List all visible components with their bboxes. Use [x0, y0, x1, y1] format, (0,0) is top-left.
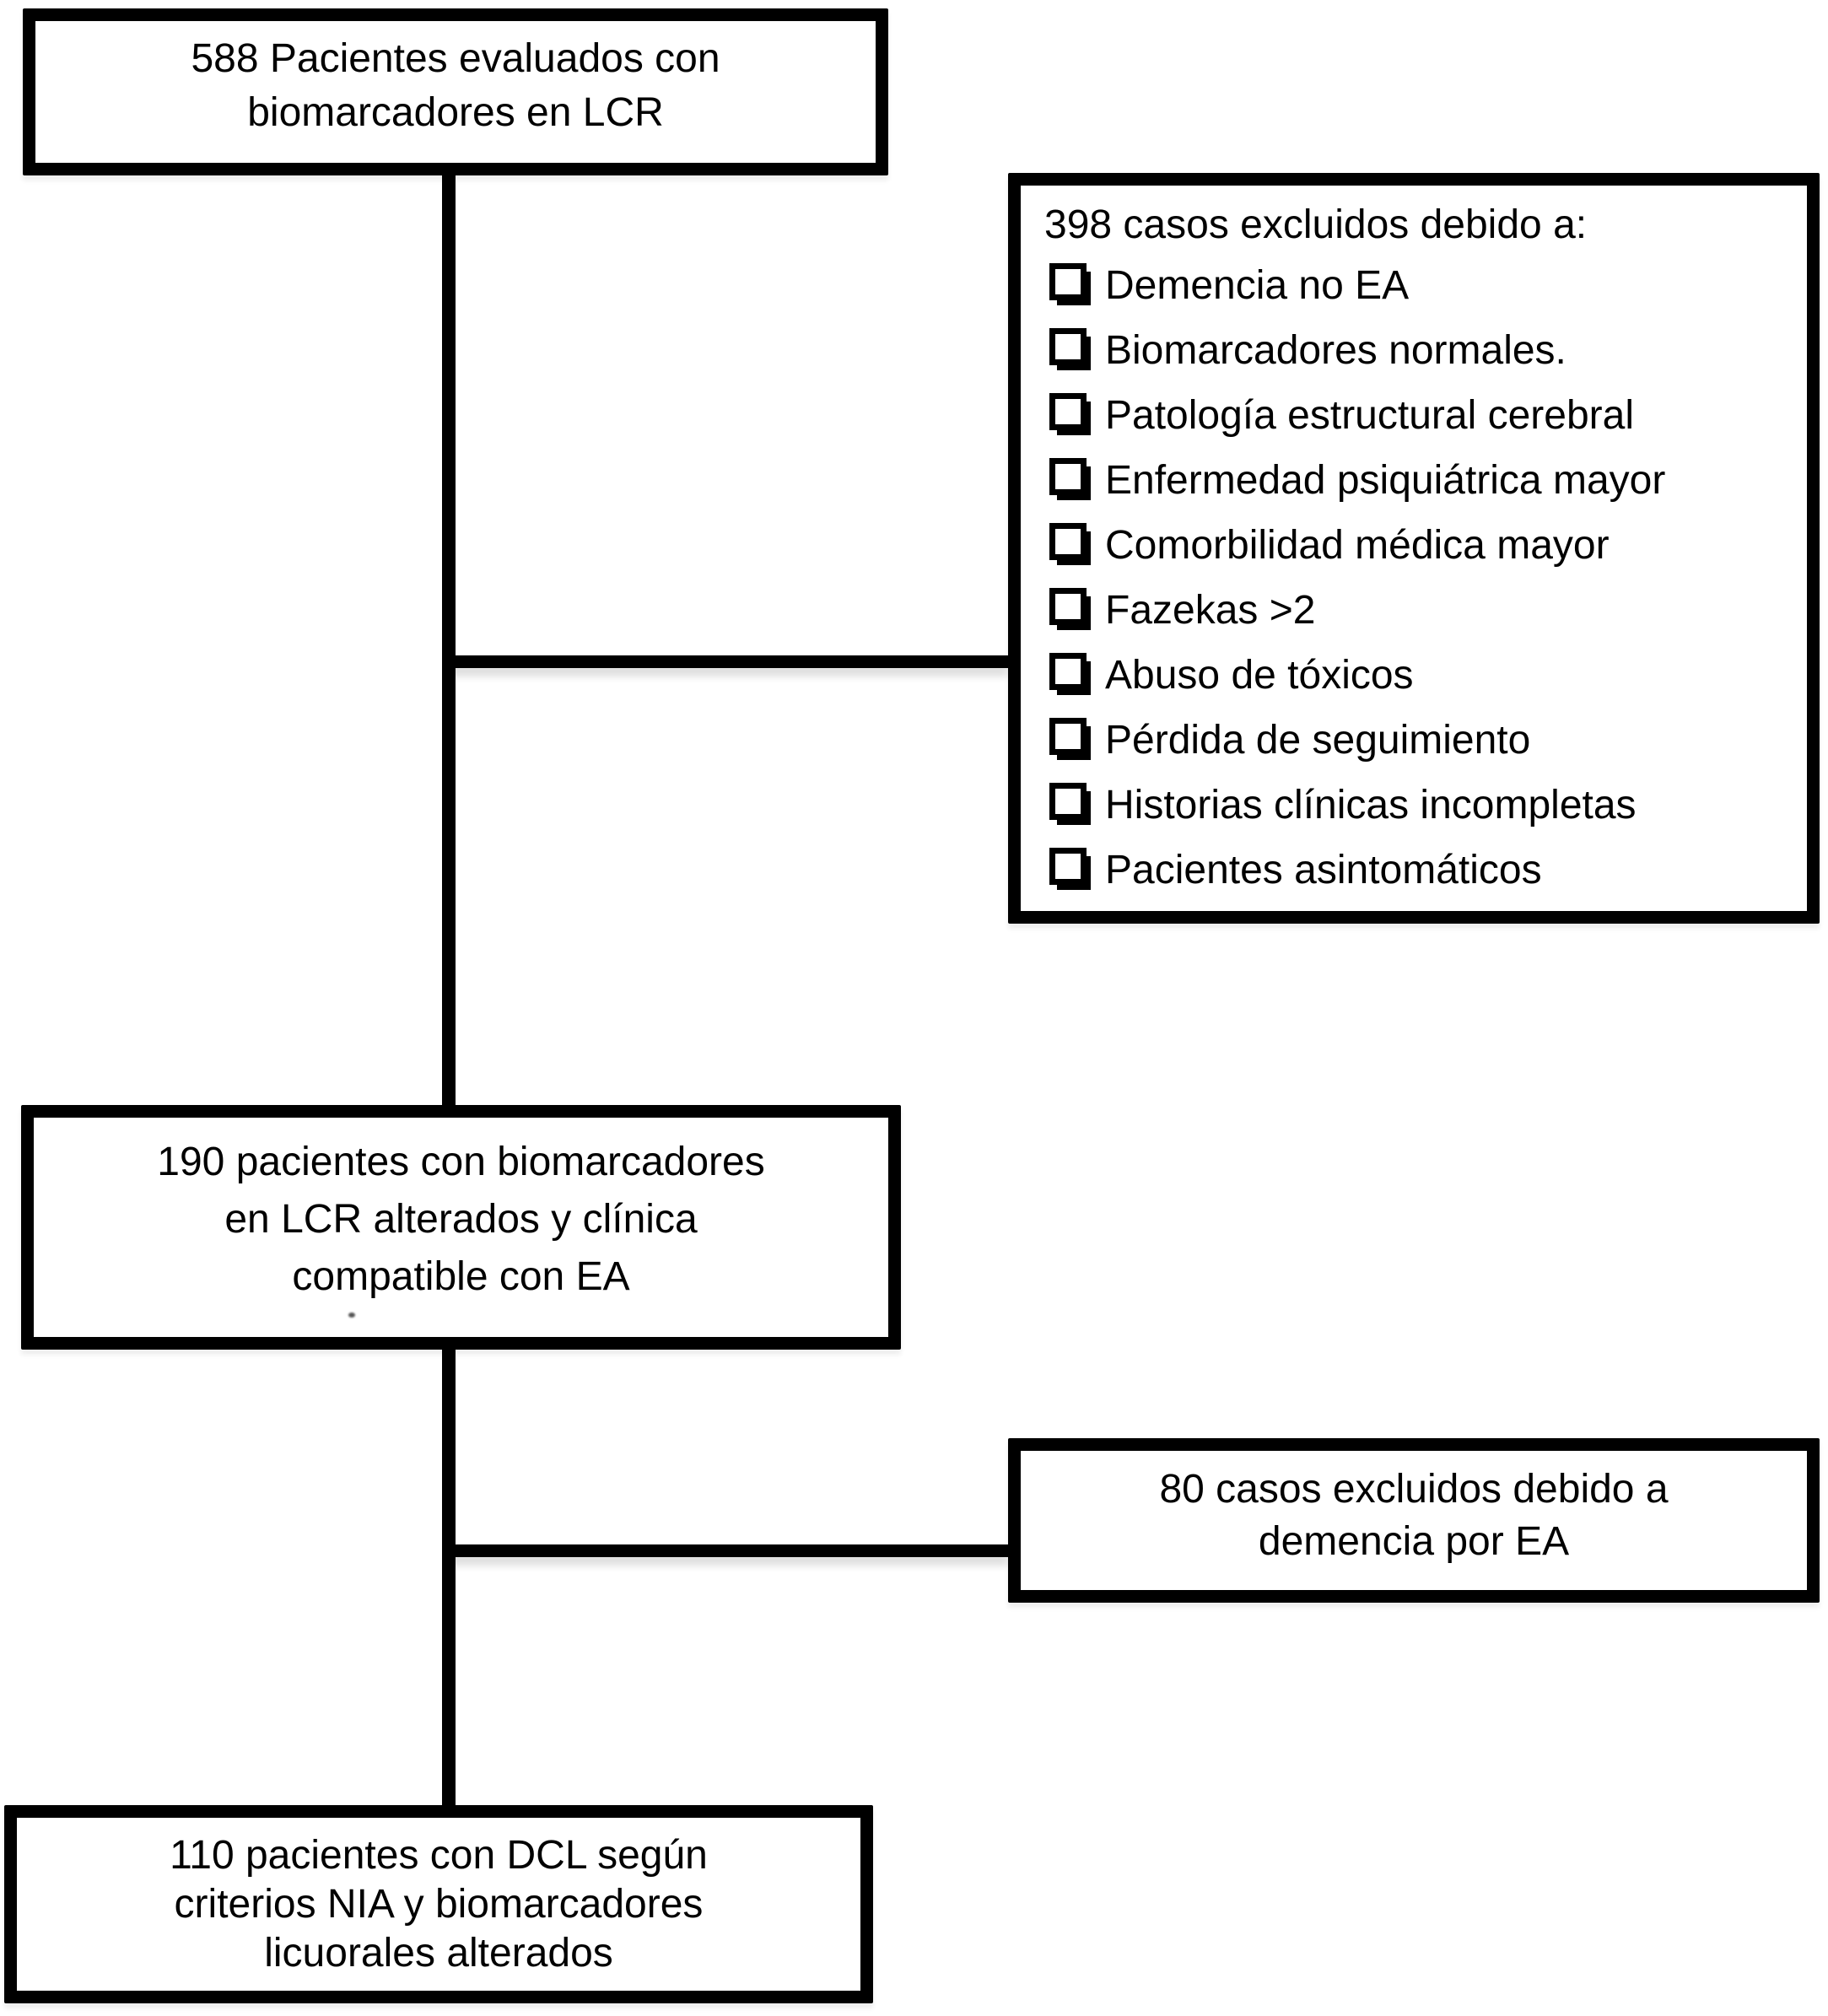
ballot-box-icon [1049, 587, 1087, 625]
connector-vertical-bottom [442, 1345, 456, 1809]
exclusion-item-label: Pacientes asintomáticos [1105, 848, 1542, 892]
exclusion-item: Demencia no EA [1044, 253, 1792, 318]
exclusion-item: Pérdida de seguimiento [1044, 708, 1792, 773]
ballot-box-icon [1049, 392, 1087, 430]
ballot-box-icon [1049, 847, 1087, 885]
ballot-box-icon [1049, 717, 1087, 755]
ballot-box-icon [1049, 522, 1087, 560]
flow-box-110-dcl: 110 pacientes con DCL según criterios NI… [4, 1805, 873, 2003]
ballot-box-icon [1049, 652, 1087, 690]
flow-box-110-line1: 110 pacientes con DCL según [170, 1832, 708, 1878]
exclusion-item: Historias clínicas incompletas [1044, 773, 1792, 838]
exclusion-box-398: 398 casos excluidos debido a: Demencia n… [1008, 173, 1820, 924]
exclusion-item-label: Pérdida de seguimiento [1105, 718, 1531, 763]
flow-box-110-line2: criterios NIA y biomarcadores [174, 1881, 704, 1927]
flow-box-588-line1: 588 Pacientes evaluados con [191, 36, 720, 81]
exclusion-box-80-dementia: 80 casos excluidos debido a demencia por… [1008, 1438, 1820, 1603]
ballot-box-icon [1049, 457, 1087, 495]
exclusion-item-label: Comorbilidad médica mayor [1105, 523, 1610, 568]
ballot-box-icon [1049, 782, 1087, 820]
exclusion-box-80-line1: 80 casos excluidos debido a [1159, 1466, 1669, 1512]
flow-box-190-line3: compatible con EA [292, 1254, 630, 1299]
connector-vertical-top [442, 169, 456, 1109]
exclusion-item-label: Enfermedad psiquiátrica mayor [1105, 458, 1666, 503]
exclusion-item: Enfermedad psiquiátrica mayor [1044, 448, 1792, 513]
exclusion-item: Abuso de tóxicos [1044, 643, 1792, 708]
exclusion-item: Pacientes asintomáticos [1044, 838, 1792, 903]
ballot-box-icon [1049, 327, 1087, 365]
exclusion-item: Patología estructural cerebral [1044, 383, 1792, 448]
exclusion-item-label: Fazekas >2 [1105, 588, 1316, 633]
connector-to-exclusion-80 [449, 1544, 1008, 1557]
exclusion-box-398-heading: 398 casos excluidos debido a: [1044, 202, 1588, 247]
exclusion-criteria-list: Demencia no EA Biomarcadores normales. P… [1044, 253, 1792, 903]
exclusion-box-80-line2: demencia por EA [1258, 1518, 1570, 1564]
flow-box-110-line3: licuorales alterados [264, 1930, 613, 1976]
exclusion-item: Comorbilidad médica mayor [1044, 513, 1792, 578]
connector-to-exclusion-398 [449, 655, 1008, 668]
exclusion-item-label: Patología estructural cerebral [1105, 393, 1634, 438]
flow-box-190-line1: 190 pacientes con biomarcadores [157, 1140, 765, 1184]
artifact-dot [348, 1313, 355, 1318]
exclusion-item-label: Historias clínicas incompletas [1105, 783, 1637, 827]
flow-box-190-line2: en LCR alterados y clínica [224, 1197, 698, 1242]
exclusion-item-label: Biomarcadores normales. [1105, 328, 1566, 373]
flow-box-190-altered-biomarkers: 190 pacientes con biomarcadores en LCR a… [21, 1105, 901, 1350]
flow-box-588-evaluated: 588 Pacientes evaluados con biomarcadore… [23, 8, 888, 175]
exclusion-item-label: Demencia no EA [1105, 263, 1410, 308]
exclusion-item: Fazekas >2 [1044, 578, 1792, 643]
flow-box-588-line2: biomarcadores en LCR [247, 90, 664, 135]
ballot-box-icon [1049, 262, 1087, 300]
exclusion-item: Biomarcadores normales. [1044, 318, 1792, 383]
exclusion-item-label: Abuso de tóxicos [1105, 653, 1414, 698]
